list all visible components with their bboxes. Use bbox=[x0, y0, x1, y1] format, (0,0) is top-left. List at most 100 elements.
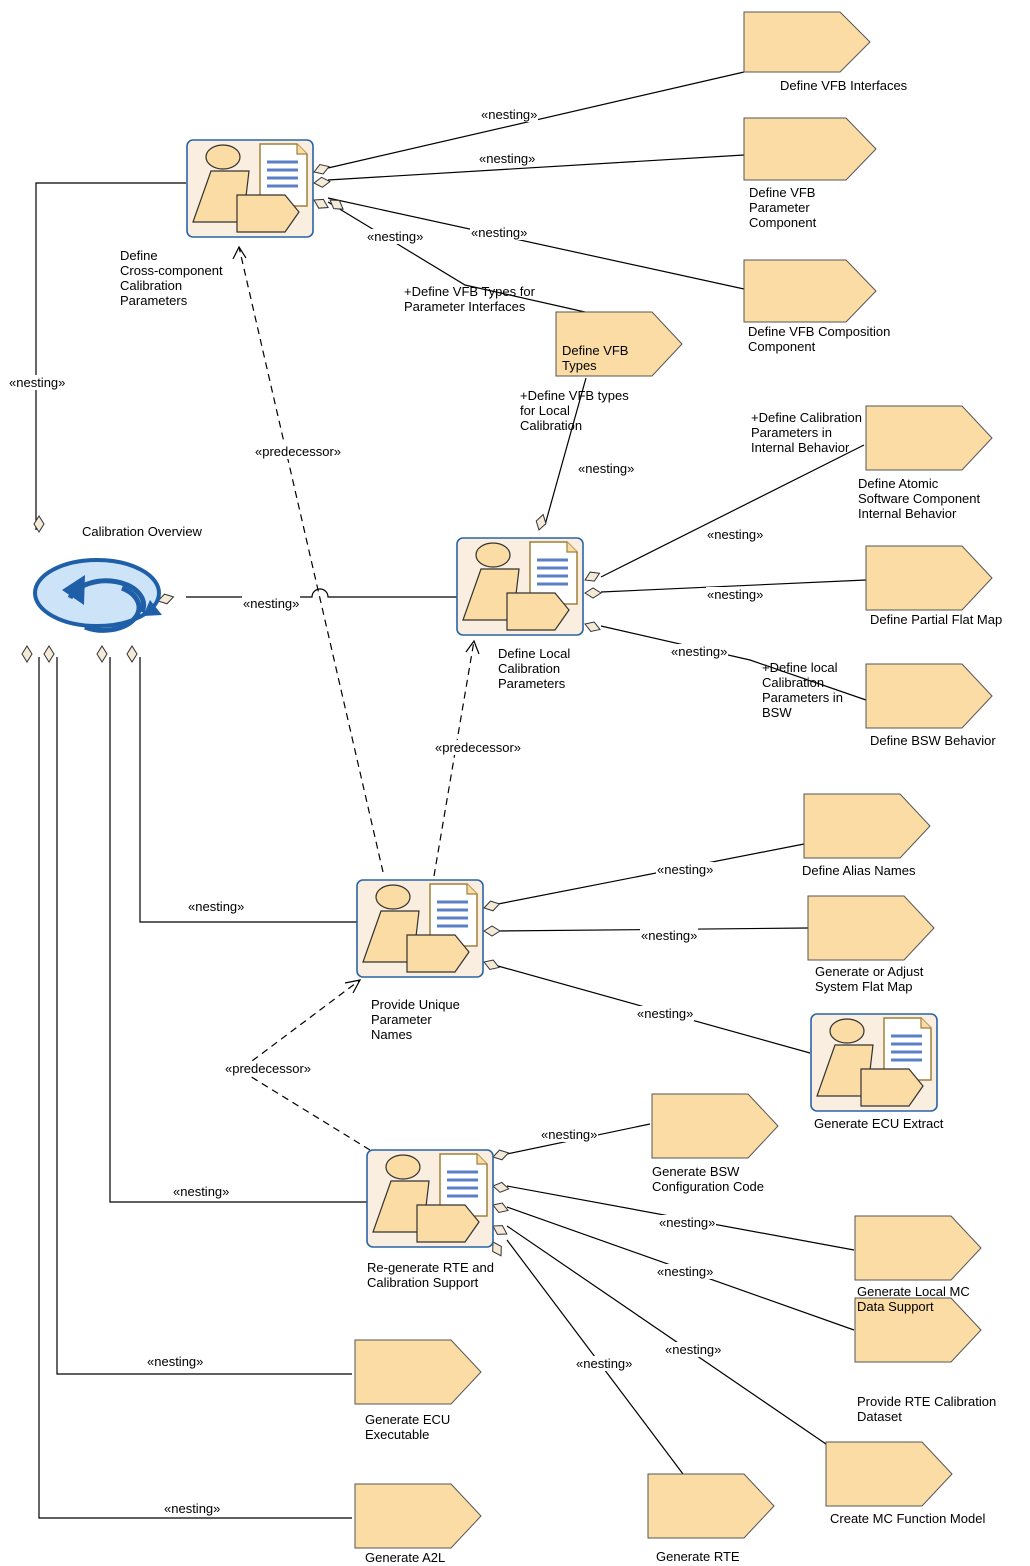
stereotype-nesting: «nesting» bbox=[640, 928, 699, 943]
aggregation-diamond-icon bbox=[96, 645, 108, 663]
stereotype-nesting: «nesting» bbox=[480, 107, 539, 122]
task-local-calibration[interactable] bbox=[455, 536, 585, 637]
deliverable-a2l[interactable] bbox=[354, 1483, 482, 1549]
deliverable-bsw-behavior[interactable] bbox=[865, 663, 993, 729]
aggregation-diamond-icon bbox=[157, 593, 175, 605]
role-label-vfb-types-local: +Define VFB types for Local Calibration bbox=[520, 388, 629, 433]
stereotype-nesting: «nesting» bbox=[172, 1184, 231, 1199]
aggregation-diamond-icon bbox=[535, 513, 547, 531]
aggregation-diamond-icon bbox=[313, 164, 330, 175]
aggregation-diamond-icon bbox=[492, 1241, 502, 1257]
stereotype-nesting: «nesting» bbox=[706, 587, 765, 602]
aggregation-diamond-icon bbox=[584, 571, 601, 582]
role-label-local-bsw: +Define local Calibration Parameters in … bbox=[762, 660, 843, 720]
aggregation-diamond-icon bbox=[313, 176, 331, 188]
stereotype-nesting: «nesting» bbox=[577, 461, 636, 476]
deliverable-label-vfb-types: Define VFB Types bbox=[562, 343, 629, 373]
stereotype-predecessor: «predecessor» bbox=[224, 1061, 312, 1076]
aggregation-diamond-icon bbox=[483, 959, 500, 970]
predecessor-link-cross bbox=[238, 246, 384, 873]
stereotype-nesting: «nesting» bbox=[146, 1354, 205, 1369]
stereotype-nesting: «nesting» bbox=[242, 596, 301, 611]
aggregation-diamond-icon bbox=[43, 645, 55, 663]
role-label-vfb-types-param: +Define VFB Types for Parameter Interfac… bbox=[404, 284, 535, 314]
nesting-link-alias bbox=[497, 843, 805, 905]
task-ecu-extract[interactable] bbox=[809, 1012, 939, 1113]
deliverable-label-mc-function-model: Create MC Function Model bbox=[830, 1511, 986, 1526]
stereotype-nesting: «nesting» bbox=[658, 1215, 717, 1230]
deliverable-ecu-executable[interactable] bbox=[354, 1339, 482, 1405]
deliverable-label-atomic-swc: Define Atomic Software Component Interna… bbox=[858, 476, 981, 521]
nesting-link-regenerate bbox=[109, 657, 368, 1203]
task-label-local: Define Local Calibration Parameters bbox=[498, 646, 571, 691]
nesting-link-unique-names bbox=[139, 657, 357, 923]
lifecycle-cycle-icon[interactable] bbox=[33, 558, 162, 633]
deliverable-bsw-config-code[interactable] bbox=[651, 1093, 779, 1159]
overview-label: Calibration Overview bbox=[82, 524, 202, 539]
nesting-link-vfb-types-local bbox=[544, 377, 587, 526]
aggregation-diamond-icon bbox=[21, 645, 33, 663]
aggregation-diamond-icon bbox=[126, 645, 138, 663]
deliverable-local-mc[interactable] bbox=[854, 1215, 982, 1281]
deliverable-partial-flat-map[interactable] bbox=[865, 545, 993, 611]
arrow-head-icon bbox=[344, 979, 362, 994]
stereotype-nesting: «nesting» bbox=[706, 527, 765, 542]
deliverable-vfb-interfaces[interactable] bbox=[743, 11, 871, 73]
task-regenerate[interactable] bbox=[365, 1148, 495, 1249]
aggregation-diamond-icon bbox=[584, 621, 601, 632]
aggregation-diamond-icon bbox=[492, 1225, 508, 1235]
nesting-link-local bbox=[186, 588, 458, 598]
stereotype-nesting: «nesting» bbox=[656, 1264, 715, 1279]
nesting-link-partial bbox=[600, 579, 867, 593]
deliverable-label-local-mc: Generate Local MC Data Support bbox=[857, 1284, 970, 1314]
deliverable-atomic-swc[interactable] bbox=[865, 405, 993, 471]
stereotype-predecessor: «predecessor» bbox=[254, 444, 342, 459]
aggregation-diamond-icon bbox=[492, 1181, 510, 1193]
predecessor-link-local bbox=[433, 640, 475, 877]
deliverable-vfb-param-component[interactable] bbox=[743, 117, 877, 181]
deliverable-label-vfb-interfaces: Define VFB Interfaces bbox=[780, 78, 908, 93]
deliverable-rte[interactable] bbox=[647, 1473, 775, 1539]
task-label-cross-component: Define Cross-component Calibration Param… bbox=[120, 248, 223, 308]
deliverable-rte-calib-dataset[interactable] bbox=[854, 1297, 982, 1363]
stereotype-nesting: «nesting» bbox=[575, 1356, 634, 1371]
deliverable-label-bsw-config-code: Generate BSW Configuration Code bbox=[652, 1164, 765, 1194]
deliverable-label-vfb-composition: Define VFB Composition Component bbox=[748, 324, 891, 354]
deliverable-label-alias-names: Define Alias Names bbox=[802, 863, 916, 878]
nesting-link-vfb-composition bbox=[327, 197, 745, 290]
stereotype-nesting: «nesting» bbox=[664, 1342, 723, 1357]
task-cross-component[interactable] bbox=[185, 138, 315, 239]
deliverable-system-flat-map[interactable] bbox=[807, 895, 935, 961]
aggregation-diamond-icon bbox=[329, 199, 344, 210]
deliverable-label-bsw-behavior: Define BSW Behavior bbox=[870, 733, 996, 748]
task-unique-names[interactable] bbox=[355, 878, 485, 979]
stereotype-nesting: «nesting» bbox=[366, 229, 425, 244]
deliverable-label-ecu-executable: Generate ECU Executable bbox=[365, 1412, 451, 1442]
nesting-link-atomic bbox=[600, 444, 865, 578]
aggregation-diamond-icon bbox=[483, 900, 501, 912]
deliverable-vfb-types[interactable] bbox=[555, 311, 683, 377]
deliverable-label-rte-calib-dataset: Provide RTE Calibration Dataset bbox=[857, 1394, 997, 1424]
nesting-link-bsw-behavior bbox=[600, 625, 867, 701]
deliverable-label-rte: Generate RTE bbox=[656, 1549, 740, 1564]
deliverable-mc-function-model[interactable] bbox=[825, 1441, 953, 1507]
stereotype-nesting: «nesting» bbox=[670, 644, 729, 659]
deliverable-vfb-composition[interactable] bbox=[743, 259, 877, 323]
deliverable-alias-names[interactable] bbox=[803, 793, 931, 859]
task-label-ecu-extract: Generate ECU Extract bbox=[814, 1116, 944, 1131]
stereotype-nesting: «nesting» bbox=[163, 1501, 222, 1516]
deliverable-label-system-flat-map: Generate or Adjust System Flat Map bbox=[815, 964, 924, 994]
nesting-link-mc-function bbox=[506, 1225, 827, 1445]
nesting-link-ecu-executable bbox=[56, 657, 352, 1375]
stereotype-nesting: «nesting» bbox=[656, 862, 715, 877]
stereotype-nesting: «nesting» bbox=[636, 1006, 695, 1021]
stereotype-predecessor: «predecessor» bbox=[434, 740, 522, 755]
aggregation-diamond-icon bbox=[483, 925, 501, 937]
deliverable-label-a2l: Generate A2L bbox=[365, 1550, 446, 1565]
aggregation-diamond-icon bbox=[33, 515, 45, 533]
task-label-unique-names: Provide Unique Parameter Names bbox=[371, 997, 460, 1042]
aggregation-diamond-icon bbox=[492, 1202, 509, 1213]
stereotype-nesting: «nesting» bbox=[187, 899, 246, 914]
aggregation-diamond-icon bbox=[492, 1149, 510, 1161]
